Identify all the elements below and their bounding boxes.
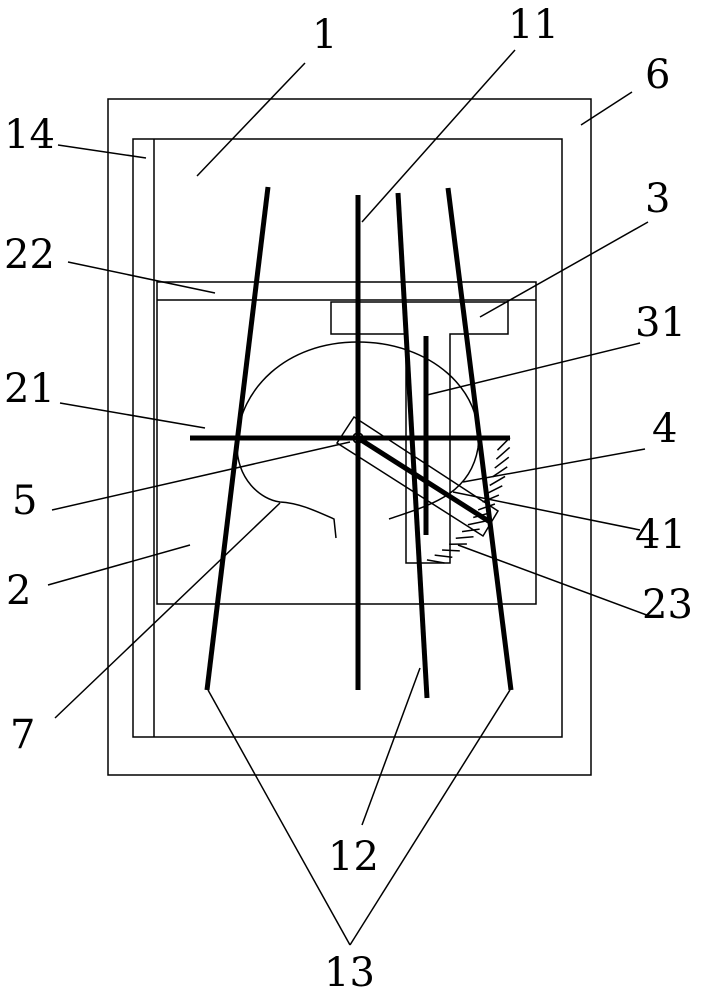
line-13-left <box>204 186 271 691</box>
label-13: 13 <box>324 950 375 996</box>
scale-tick <box>494 456 510 469</box>
scale-tick <box>434 554 453 558</box>
scale-tick <box>492 466 508 478</box>
cam-profile-7 <box>236 341 480 539</box>
label-7: 7 <box>10 712 35 758</box>
scale-tick <box>495 446 511 460</box>
label-31: 31 <box>635 300 686 346</box>
label-12: 12 <box>328 834 379 880</box>
pointer-4 <box>356 435 492 525</box>
label-22: 22 <box>4 232 55 278</box>
pivot-5 <box>352 432 364 444</box>
scale-tick <box>496 437 511 451</box>
label-4: 4 <box>652 406 677 452</box>
leader-lines <box>47 49 653 946</box>
line-13-right <box>445 187 514 691</box>
scale-tick <box>489 475 506 487</box>
scale-tick <box>455 536 474 539</box>
scale-ticks-41 <box>426 437 511 564</box>
scale-tick <box>473 511 491 519</box>
outer-frame-6 <box>107 98 592 776</box>
scale-tick <box>477 503 496 511</box>
label-11: 11 <box>508 2 559 48</box>
label-14: 14 <box>4 112 55 158</box>
scale-tick <box>482 494 500 503</box>
label-2: 2 <box>6 568 31 614</box>
scale-tick <box>461 528 480 533</box>
housing-1 <box>132 138 563 738</box>
panel-2 <box>156 281 537 605</box>
label-21: 21 <box>4 366 55 412</box>
label-3: 3 <box>645 176 670 222</box>
label-23: 23 <box>642 582 693 628</box>
slot-23 <box>335 415 500 538</box>
scale-tick <box>426 559 445 564</box>
scale-tick <box>486 485 503 495</box>
scale-tick <box>442 549 460 552</box>
label-6: 6 <box>645 52 670 98</box>
label-41: 41 <box>635 512 686 558</box>
line-12 <box>395 192 430 699</box>
label-5: 5 <box>12 478 37 524</box>
scale-tick <box>467 520 486 526</box>
label-1: 1 <box>312 12 337 58</box>
